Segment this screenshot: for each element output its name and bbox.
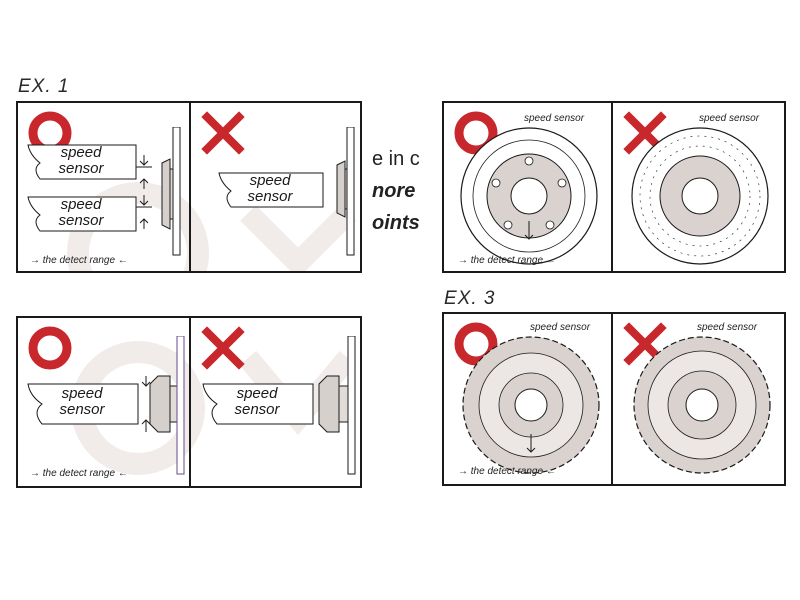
- speed-sensor: speed sensor: [201, 382, 314, 425]
- sensor-label-line2: sensor: [234, 401, 280, 418]
- sensor-label-line1: speed: [236, 385, 278, 402]
- arrow-left-icon: ←: [545, 466, 556, 477]
- detect-range-note: → the detect range ←: [30, 468, 128, 479]
- ng-cell: speed sensor: [613, 103, 784, 271]
- fragment-text-3: oints: [372, 212, 420, 234]
- circle-ok-icon: [454, 322, 498, 366]
- arrow-right-icon: →: [458, 466, 468, 477]
- cross-ng-icon: [201, 326, 245, 370]
- speed-sensor-label: speed sensor: [699, 113, 760, 124]
- speed-sensor-label: speed sensor: [524, 113, 585, 124]
- sensor-label-line2: sensor: [59, 401, 105, 418]
- drilled-disc-ng: [631, 127, 769, 265]
- sensor-label-line2: sensor: [58, 212, 104, 229]
- speed-sensor: speed sensor: [26, 382, 139, 425]
- arrow-right-icon: →: [30, 255, 40, 266]
- speed-sensor: speed sensor: [217, 171, 324, 208]
- fragment-text-1: e in c: [372, 148, 420, 170]
- circle-ok-icon: [454, 111, 498, 155]
- arrow-left-icon: ←: [117, 255, 128, 266]
- example-3-label: EX. 3: [444, 288, 496, 309]
- ok-cell: speed sensor speed sensor → the detect r…: [18, 103, 190, 271]
- speed-sensor-label: speed sensor: [530, 322, 591, 333]
- circle-ok-icon: [28, 326, 72, 370]
- disc-plate-side: [176, 336, 185, 475]
- detect-range-note: → the detect range ←: [458, 466, 556, 477]
- example-1-label: EX. 1: [18, 76, 70, 97]
- panel-ex1-bottom: speed sensor → the detect range ← speed …: [16, 316, 362, 488]
- sensor-label-line1: speed: [61, 385, 103, 402]
- sensor-label-line2: sensor: [247, 188, 293, 205]
- panel-ex3-sprockets: speed sensor → the detect range ← speed …: [442, 312, 786, 486]
- ng-cell: speed sensor: [613, 314, 784, 484]
- detect-range-note: → the detect range ←: [458, 255, 556, 266]
- sprocket-ng: [633, 336, 771, 474]
- range-arrows: [141, 376, 151, 432]
- detect-range-note: → the detect range ←: [30, 255, 128, 266]
- speed-sensor-upper: speed sensor: [26, 143, 137, 180]
- floating-disc-ok: [460, 127, 598, 265]
- panel-divider: [189, 318, 191, 486]
- disc-plate-side: [172, 127, 181, 256]
- hex-bolt-side: [149, 375, 181, 433]
- ok-cell: speed sensor → the detect range ←: [444, 314, 612, 484]
- disc-plate-side: [347, 336, 356, 475]
- cross-ng-icon: [201, 111, 245, 155]
- panel-ex1-top: speed sensor speed sensor → the detect r…: [16, 101, 362, 273]
- speed-sensor-lower: speed sensor: [26, 195, 137, 232]
- arrow-left-icon: ←: [545, 255, 556, 266]
- speed-sensor-label: speed sensor: [697, 322, 758, 333]
- disc-plate-side: [346, 127, 355, 256]
- range-arrows: [136, 155, 152, 229]
- arrow-right-icon: →: [458, 255, 468, 266]
- panel-divider: [611, 103, 613, 271]
- panel-divider: [611, 314, 613, 484]
- ok-cell: speed sensor → the detect range ←: [444, 103, 612, 271]
- sprocket-ok: [462, 336, 600, 474]
- fragment-text-2: nore: [372, 180, 416, 202]
- ng-cell: speed sensor: [191, 318, 360, 486]
- sensor-label-line1: speed: [249, 172, 291, 189]
- sensor-label-line2: sensor: [58, 160, 104, 177]
- panel-divider: [189, 103, 191, 271]
- watermark-shape: [67, 182, 356, 271]
- panel-ex2-discs: speed sensor → the detect range ← speed …: [442, 101, 786, 273]
- arrow-right-icon: →: [30, 468, 40, 479]
- ok-cell: speed sensor → the detect range ←: [18, 318, 190, 486]
- cross-ng-icon: [623, 322, 667, 366]
- ng-cell: speed sensor: [191, 103, 360, 271]
- sensor-label-line1: speed: [60, 196, 102, 213]
- sensor-label-line1: speed: [60, 144, 102, 161]
- arrow-left-icon: ←: [117, 468, 128, 479]
